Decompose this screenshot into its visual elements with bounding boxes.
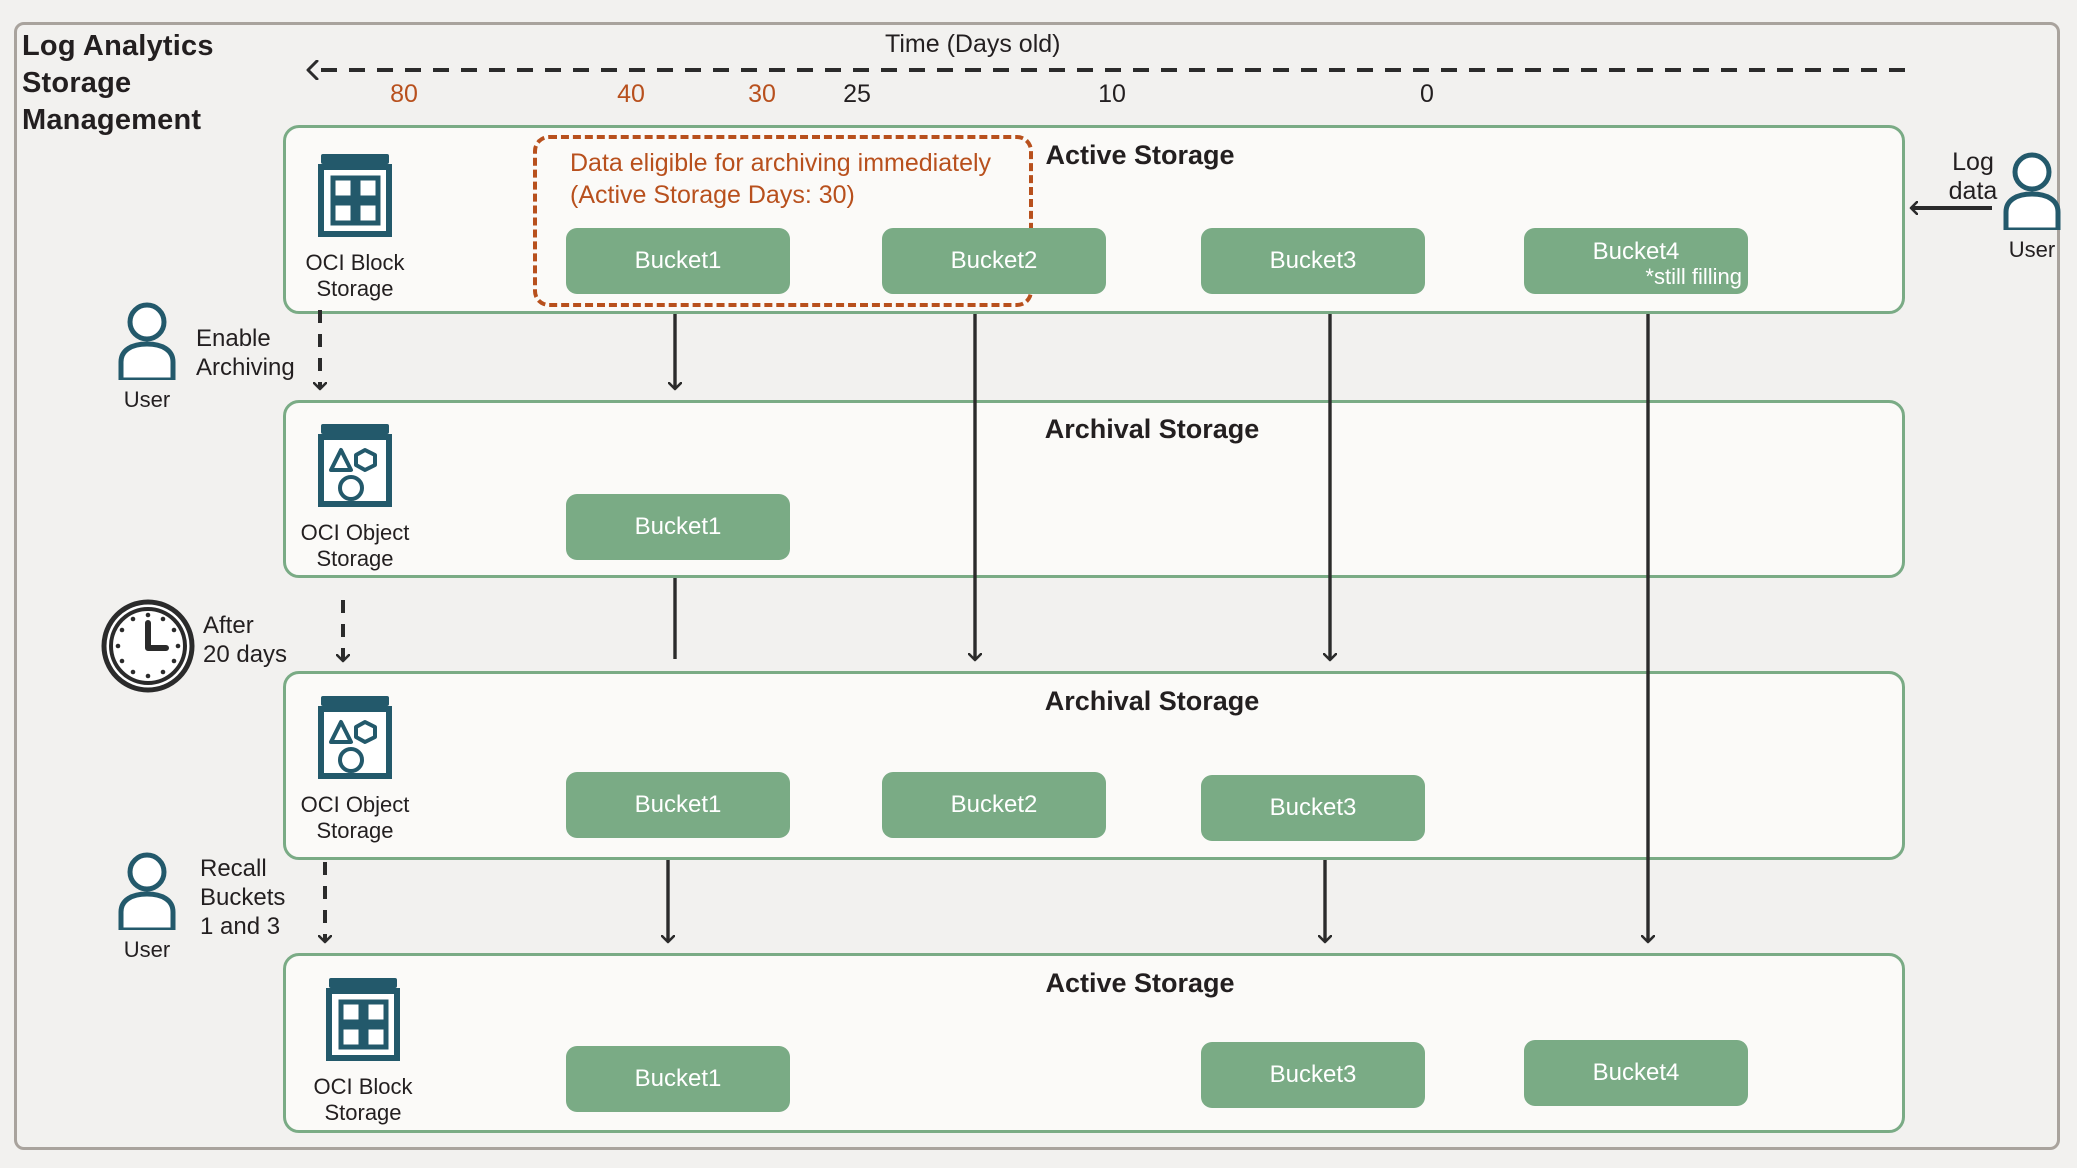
- bucket-archival1-1[interactable]: Bucket1: [566, 494, 790, 560]
- icon-caption: OCI Object Storage: [300, 792, 410, 843]
- log-data-label: Log data: [1948, 148, 1998, 205]
- archiving-eligibility-callout: [533, 135, 1033, 307]
- icon-caption: OCI Object Storage: [300, 520, 410, 571]
- avatar-caption: User: [123, 387, 171, 412]
- oci-block-storage-icon-bottom: OCI Block Storage: [308, 972, 418, 1126]
- bucket-active-top-2[interactable]: Bucket2: [882, 228, 1106, 294]
- avatar-caption: User: [123, 937, 171, 962]
- oci-object-storage-icon-2: OCI Object Storage: [300, 690, 410, 844]
- panel-title-archival-storage-1: Archival Storage: [1044, 414, 1260, 444]
- bucket-label: Bucket1: [634, 791, 722, 818]
- block-storage-icon: [326, 978, 400, 1061]
- clock-icon: [101, 599, 195, 693]
- timeline-tick-25: 25: [843, 80, 871, 108]
- panel-archival-storage-1[interactable]: [283, 400, 1905, 578]
- page-title: Log Analytics Storage Management: [22, 30, 214, 136]
- side-note-recall-buckets: Recall Buckets 1 and 3: [200, 855, 286, 940]
- timeline-tick-30: 30: [748, 80, 776, 108]
- bucket-label: Bucket1: [634, 247, 722, 274]
- bucket-label: Bucket1: [634, 513, 722, 540]
- icon-caption: OCI Block Storage: [305, 250, 405, 301]
- bucket-label: Bucket3: [1269, 794, 1357, 821]
- bucket-active-bottom-1[interactable]: Bucket1: [566, 1046, 790, 1112]
- bucket-active-top-1[interactable]: Bucket1: [566, 228, 790, 294]
- side-note-after-20-days: After 20 days: [203, 612, 288, 668]
- bucket-archival2-2[interactable]: Bucket2: [882, 772, 1106, 838]
- avatar-user-recall-buckets: User: [115, 850, 179, 963]
- bucket-label: Bucket4: [1592, 238, 1680, 265]
- icon-caption: OCI Block Storage: [313, 1074, 413, 1125]
- bucket-active-top-3[interactable]: Bucket3: [1201, 228, 1425, 294]
- bucket-archival2-1[interactable]: Bucket1: [566, 772, 790, 838]
- timeline-tick-0: 0: [1420, 80, 1434, 108]
- bucket-label: Bucket3: [1269, 1061, 1357, 1088]
- bucket-label: Bucket2: [950, 247, 1038, 274]
- bucket-label: Bucket1: [634, 1065, 722, 1092]
- panel-title-active-storage-top: Active Storage: [1045, 140, 1235, 170]
- avatar-caption: User: [2008, 237, 2056, 262]
- user-icon: [118, 852, 176, 933]
- side-note-enable-archiving: Enable Archiving: [196, 325, 295, 381]
- panel-title-archival-storage-2: Archival Storage: [1044, 686, 1260, 716]
- block-storage-icon: [318, 154, 392, 237]
- timeline-tick-80: 80: [390, 80, 418, 108]
- avatar-user-log-data: User: [2000, 150, 2064, 263]
- timeline-tick-10: 10: [1098, 80, 1126, 108]
- user-icon: [118, 302, 176, 383]
- object-storage-icon: [318, 424, 392, 507]
- bucket-active-bottom-4[interactable]: Bucket4: [1524, 1040, 1748, 1106]
- user-icon: [2003, 152, 2061, 233]
- timeline-axis-label: Time (Days old): [885, 30, 1061, 58]
- avatar-user-enable-archiving: User: [115, 300, 179, 413]
- object-storage-icon: [318, 696, 392, 779]
- bucket-note: *still filling: [1645, 264, 1742, 289]
- bucket-label: Bucket2: [950, 791, 1038, 818]
- bucket-active-top-4[interactable]: Bucket4 *still filling: [1524, 228, 1748, 294]
- oci-object-storage-icon-1: OCI Object Storage: [300, 418, 410, 572]
- bucket-label: Bucket4: [1592, 1059, 1680, 1086]
- bucket-archival2-3[interactable]: Bucket3: [1201, 775, 1425, 841]
- clock-badge: [100, 598, 196, 699]
- timeline-tick-40: 40: [617, 80, 645, 108]
- panel-title-active-storage-bottom: Active Storage: [1045, 968, 1235, 998]
- bucket-label: Bucket3: [1269, 247, 1357, 274]
- bucket-active-bottom-3[interactable]: Bucket3: [1201, 1042, 1425, 1108]
- archiving-eligibility-text: Data eligible for archiving immediately …: [570, 149, 992, 209]
- oci-block-storage-icon-top: OCI Block Storage: [300, 148, 410, 302]
